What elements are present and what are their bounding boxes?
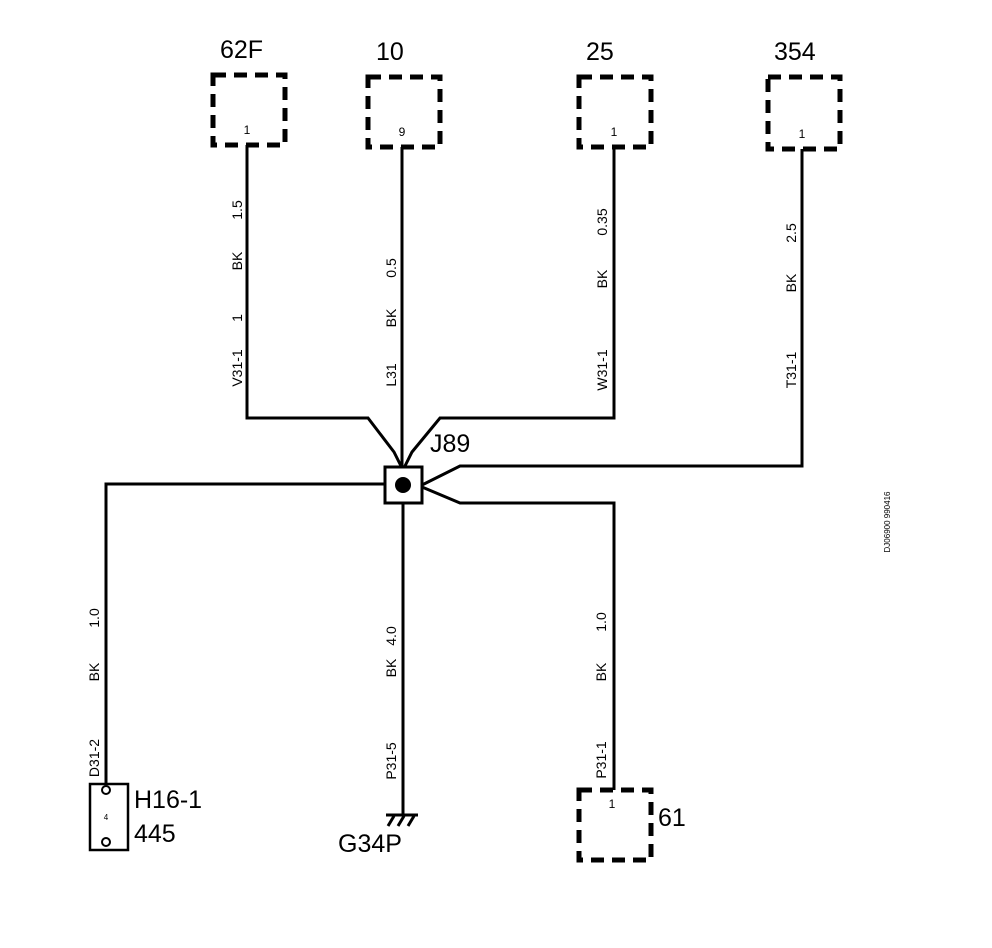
h16-terminal-top: [101, 785, 111, 795]
splice-label: J89: [430, 430, 470, 458]
wire-354-circuit: T31-1: [783, 352, 799, 389]
connector-354-pin: 1: [799, 127, 806, 141]
connector-61-pin: 1: [609, 797, 616, 811]
wire-62f-size: 1.5: [229, 200, 245, 220]
wire-62f: [245, 145, 404, 469]
connector-62f-label: 62F: [220, 36, 263, 64]
connector-354-box: [765, 74, 843, 152]
ground-symbol-icon: [386, 813, 418, 827]
connector-354-label: 354: [774, 38, 816, 66]
wire-ground-circuit: P31-5: [383, 742, 399, 780]
h16-number: 445: [134, 820, 176, 848]
wire-h16-circuit: D31-2: [86, 739, 102, 777]
wire-61: [421, 485, 616, 790]
document-id: DJ06900 990416: [883, 491, 892, 552]
wire-61-color: BK: [593, 662, 609, 681]
connector-10-pin: 9: [399, 125, 406, 139]
wire-25-size: 0.35: [594, 208, 610, 235]
wire-25-circuit: W31-1: [594, 349, 610, 390]
wire-62f-circuit: V31-1: [229, 349, 245, 387]
wire-10-circuit: L31: [383, 363, 399, 387]
wire-61-size: 1.0: [593, 612, 609, 632]
wire-10-color: BK: [383, 308, 399, 327]
connector-10-label: 10: [376, 38, 404, 66]
connector-25-pin: 1: [611, 125, 618, 139]
connector-61-label: 61: [658, 804, 686, 832]
wire-10-size: 0.5: [383, 258, 399, 278]
wire-62f-color: BK: [229, 251, 245, 270]
ground-label: G34P: [338, 830, 402, 858]
splice-j89-dot: [395, 477, 411, 493]
connector-62f-box: [210, 72, 288, 148]
h16-label: H16-1: [134, 786, 202, 814]
connector-25-label: 25: [586, 38, 614, 66]
wire-61-circuit: P31-1: [593, 741, 609, 779]
wire-354: [421, 149, 804, 487]
splice-j89-box: [383, 465, 424, 505]
h16-terminal-bottom: [101, 837, 111, 847]
wire-25-color: BK: [594, 269, 610, 288]
wire-62f-conn-pin: 1: [229, 314, 245, 322]
connector-61-box: [576, 787, 654, 863]
wire-h16-color: BK: [86, 662, 102, 681]
connector-62f-pin: 1: [244, 123, 251, 137]
wire-ground-size: 4.0: [383, 626, 399, 646]
wire-h16: [104, 482, 385, 786]
wire-354-size: 2.5: [783, 223, 799, 243]
wire-ground-color: BK: [383, 658, 399, 677]
h16-pin: 4: [104, 813, 109, 822]
wire-354-color: BK: [783, 273, 799, 292]
connector-10-box: [365, 74, 443, 150]
wire-25: [402, 147, 616, 469]
wire-h16-size: 1.0: [86, 608, 102, 628]
